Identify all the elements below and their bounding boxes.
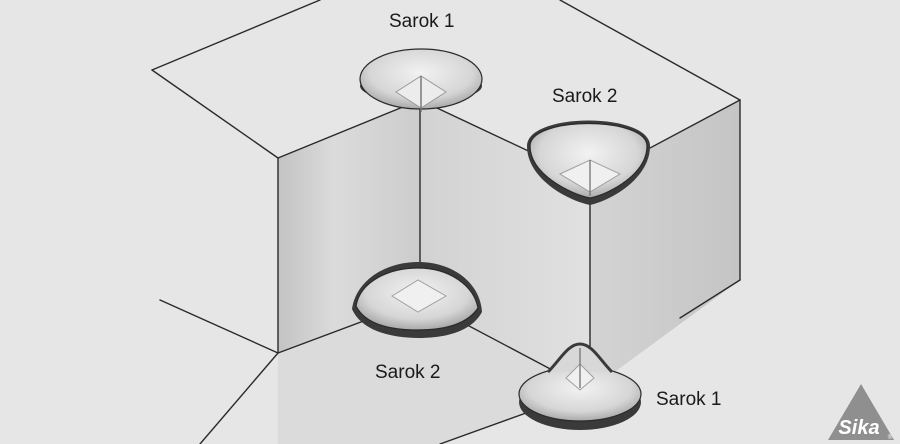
corner-label-bottom-right: Sarok 1 bbox=[656, 389, 721, 411]
sika-logo-icon: Sika ® bbox=[826, 382, 896, 442]
corner-label-top-right: Sarok 2 bbox=[552, 86, 617, 108]
svg-text:®: ® bbox=[888, 434, 893, 441]
svg-text:Sika: Sika bbox=[838, 417, 879, 439]
corner-label-top-left: Sarok 1 bbox=[389, 11, 454, 33]
seal-top-left bbox=[360, 49, 482, 112]
corner-label-bottom-left: Sarok 2 bbox=[375, 362, 440, 384]
